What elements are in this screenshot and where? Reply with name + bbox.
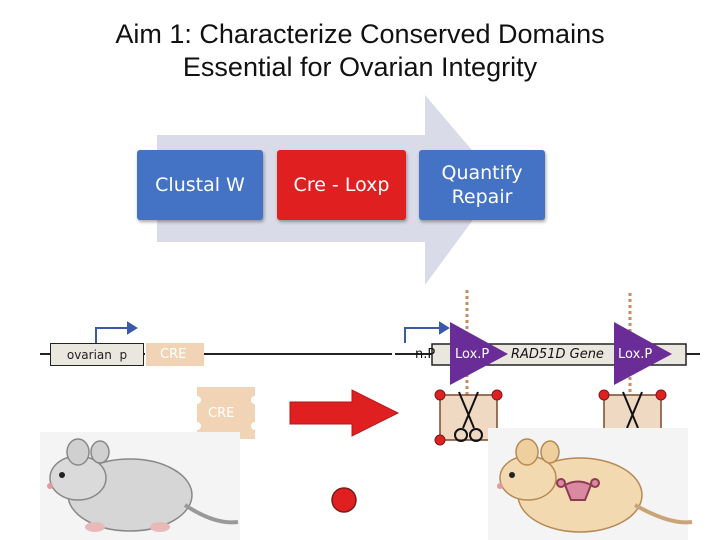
title-line-2: Essential for Ovarian Integrity [182, 52, 538, 82]
loxp-triangle-left [450, 322, 508, 385]
step-quantify-label: Quantify [441, 162, 523, 184]
step-repair-label: Repair [451, 186, 513, 208]
scissors-box-left [434, 389, 503, 446]
cre-protein-shape [193, 387, 259, 439]
step-cre-loxp-label: Cre - Loxp [293, 174, 390, 196]
cre-box: CRE [146, 343, 204, 366]
step-quantify-repair: Quantify Repair [419, 150, 545, 220]
step-clustal-w: Clustal W [137, 150, 263, 220]
promoter-box: ovarian p [50, 343, 144, 366]
red-transition-arrow [289, 389, 400, 437]
ovary-icon [556, 478, 600, 501]
step-cre-loxp: Cre - Loxp [277, 150, 406, 220]
promoter-label: ovarian p [66, 347, 128, 362]
mouse-tan-icon [488, 428, 693, 540]
step-clustal-w-label: Clustal W [155, 174, 245, 196]
red-dot [331, 487, 357, 513]
promoter-arrow-right-icon [404, 321, 450, 343]
mouse-grey-icon [40, 432, 240, 540]
promoter-arrow-icon [95, 321, 138, 343]
gene-label: RAD51D Gene [511, 347, 604, 362]
scissors-icon [454, 391, 483, 442]
cre-protein-label: CRE [208, 406, 235, 421]
loxp-triangle-right [614, 322, 672, 385]
slide-title: Aim 1: Characterize Conserved Domains Es… [0, 18, 720, 84]
promoter-right-label: n.P [415, 347, 436, 362]
loxp-right-label: Lox.P [618, 347, 653, 362]
loxp-left-label: Lox.P [455, 347, 490, 362]
title-line-1: Aim 1: Characterize Conserved Domains [115, 19, 605, 49]
cre-label: CRE [160, 347, 187, 362]
